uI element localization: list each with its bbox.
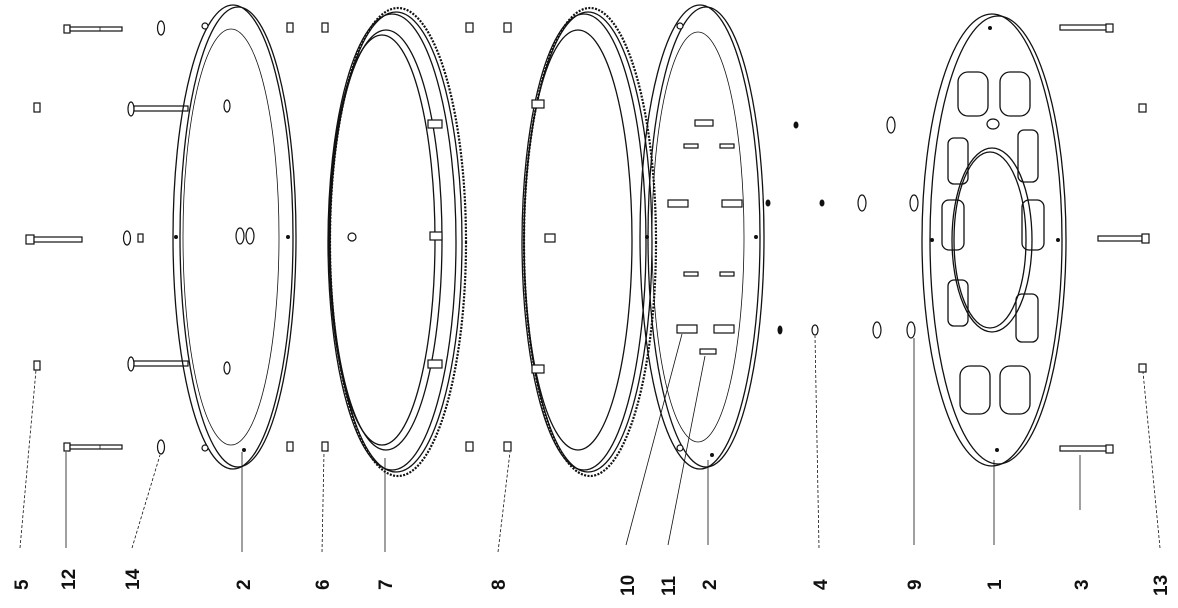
callout-5: 5: [12, 579, 33, 590]
nuts-column-8: [465, 22, 512, 452]
callout-10: 10: [618, 575, 639, 596]
callout-1: 1: [985, 579, 1006, 590]
callout-2-left: 2: [234, 579, 255, 590]
toothed-ring-left: [327, 6, 468, 478]
callout-4: 4: [811, 579, 832, 590]
bolts-right: [1059, 23, 1150, 454]
callout-6: 6: [313, 579, 334, 590]
ring-plate-right: [639, 4, 765, 470]
washers-column-left: [122, 20, 166, 455]
stud-top: [127, 101, 189, 117]
callout-7: 7: [376, 579, 397, 590]
bolt-bottom-left: [63, 442, 123, 452]
long-bolt-left: [25, 234, 83, 245]
bolt-top-left: [63, 24, 123, 34]
stud-bottom: [127, 356, 189, 372]
ring-plate-left: [172, 4, 297, 470]
nut-left-bottom: [33, 360, 41, 371]
callout-12: 12: [59, 569, 80, 590]
callout-3: 3: [1072, 579, 1093, 590]
main-plate: [921, 13, 1067, 467]
small-parts-column-4: [765, 121, 825, 336]
callout-labels: 5 12 14 2 6 7 8 10 11 2 4 9 1 3 13: [12, 568, 1172, 596]
washers-column-9: [857, 116, 919, 339]
toothed-ring-right: [521, 6, 658, 478]
callout-11: 11: [659, 575, 680, 596]
callout-13: 13: [1151, 575, 1172, 596]
callout-8: 8: [489, 579, 510, 590]
nut-left-top: [33, 102, 41, 113]
leader-lines: [19, 333, 1161, 553]
callout-14: 14: [123, 568, 144, 590]
nuts-column-6: [286, 22, 357, 452]
callout-9: 9: [905, 579, 926, 590]
callout-2-right: 2: [700, 579, 721, 590]
